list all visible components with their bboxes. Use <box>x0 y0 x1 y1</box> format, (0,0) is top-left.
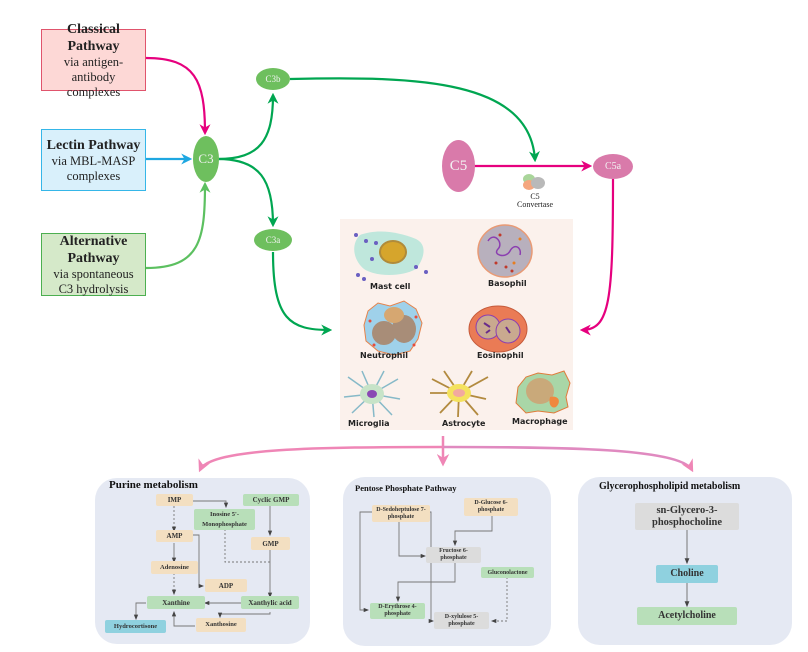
purine-node-xanthylic-acid: Xanthylic acid <box>241 596 299 609</box>
astrocyte-icon <box>430 370 489 418</box>
purine-node-amp: AMP <box>156 530 193 542</box>
neutrophil-icon <box>363 300 423 356</box>
c3b-node: C3b <box>256 68 290 90</box>
cell-label-astrocyte: Astrocyte <box>442 419 486 428</box>
glycero-panel-title: Glycerophospholipid metabolism <box>599 481 741 492</box>
classical-to-c3-arrow <box>145 56 211 136</box>
c5-node: C5 <box>442 140 475 192</box>
c3-node: C3 <box>193 136 219 182</box>
lectin-pathway-title: Lectin Pathway <box>46 137 141 153</box>
pentose-node-erythrose-4p: D-Erythrose 4-phosphate <box>370 603 425 619</box>
pentose-panel-title: Pentose Phosphate Pathway <box>355 483 457 493</box>
cell-label-microglia: Microglia <box>348 419 390 428</box>
alternative-pathway-title: Alternative Pathway <box>59 233 128 266</box>
purine-panel-title: Purine metabolism <box>109 479 198 491</box>
alternative-pathway-box: Alternative Pathway via spontaneous C3 h… <box>41 233 146 296</box>
purine-node-hydrocortisone: Hydrocortisone <box>105 620 166 633</box>
purine-node-gmp: GMP <box>251 537 290 550</box>
pentose-node-glucose-6p: D-Glucose 6-phosphate <box>464 498 518 516</box>
glycero-node-choline: Choline <box>656 565 718 583</box>
c3b-to-convertase-arrow <box>289 77 540 163</box>
classical-pathway-title: Classical Pathway <box>67 21 120 54</box>
convertase-line1: C5 <box>530 192 540 201</box>
cells-to-glycero-arrow <box>442 445 694 473</box>
c5-convertase-label: C5 Convertase <box>510 193 560 209</box>
glycero-node-acetylcholine: Acetylcholine <box>637 607 737 625</box>
purine-node-adenosine: Adenosine <box>151 561 198 574</box>
pentose-node-sedoheptulose: D-Sedoheptulose 7-phosphate <box>372 505 430 522</box>
cell-label-basophil: Basophil <box>488 279 527 288</box>
alternative-pathway-line2: C3 hydrolysis <box>58 281 129 296</box>
convertase-line2: Convertase <box>517 200 553 209</box>
cell-label-macrophage: Macrophage <box>512 417 568 426</box>
classical-pathway-box: Classical Pathway via antigen-antibody c… <box>41 22 146 99</box>
cell-label-mast-cell: Mast cell <box>370 282 411 291</box>
pentose-node-xylulose-5p: D-xylulose 5-phosphate <box>434 612 489 629</box>
classical-pathway-line2: complexes <box>66 84 121 99</box>
c5a-to-cells-arrow <box>579 178 615 336</box>
purine-node-inosine: Inosine 5'-Monophosphate <box>194 509 255 530</box>
c5-convertase-icon <box>523 174 545 190</box>
pentose-node-fructose-6p: Fructose 6-phosphate <box>426 547 481 563</box>
lectin-pathway-line2: complexes <box>66 168 121 183</box>
eosinophil-icon <box>468 305 528 353</box>
alternative-pathway-line1: via spontaneous <box>53 266 134 281</box>
purine-node-imp: IMP <box>156 494 193 506</box>
c3-to-c3a-arrow <box>217 157 279 228</box>
classical-pathway-line1: via antigen-antibody <box>63 54 124 84</box>
purine-node-xanthosine: Xanthosine <box>196 618 246 632</box>
immune-cells-panel: Mast cell Basophil Neutrophil Eosinophil… <box>340 219 573 430</box>
lectin-pathway-line1: via MBL-MASP <box>51 153 136 168</box>
macrophage-icon <box>515 370 571 414</box>
basophil-icon <box>477 224 533 278</box>
lectin-pathway-box: Lectin Pathway via MBL-MASP complexes <box>41 129 146 191</box>
c5a-node: C5a <box>593 154 633 179</box>
pentose-node-gluconolactone: Gluconolactone <box>481 567 534 578</box>
microglia-icon <box>343 370 401 418</box>
mast-cell-icon <box>354 231 428 281</box>
c3-to-c3b-arrow <box>217 92 279 161</box>
cell-label-eosinophil: Eosinophil <box>477 351 524 360</box>
cell-label-neutrophil: Neutrophil <box>360 351 408 360</box>
alternative-to-c3-arrow <box>145 181 211 270</box>
cells-to-purine-arrow <box>198 445 444 473</box>
purine-node-adp: ADP <box>205 579 247 592</box>
c3a-to-cells-arrow <box>271 251 333 336</box>
glycero-node-gpc: sn-Glycero-3-phosphocholine <box>635 503 739 530</box>
purine-node-cyclic-gmp: Cyclic GMP <box>243 494 299 506</box>
purine-node-xanthine: Xanthine <box>147 596 205 609</box>
c3a-node: C3a <box>254 229 292 251</box>
